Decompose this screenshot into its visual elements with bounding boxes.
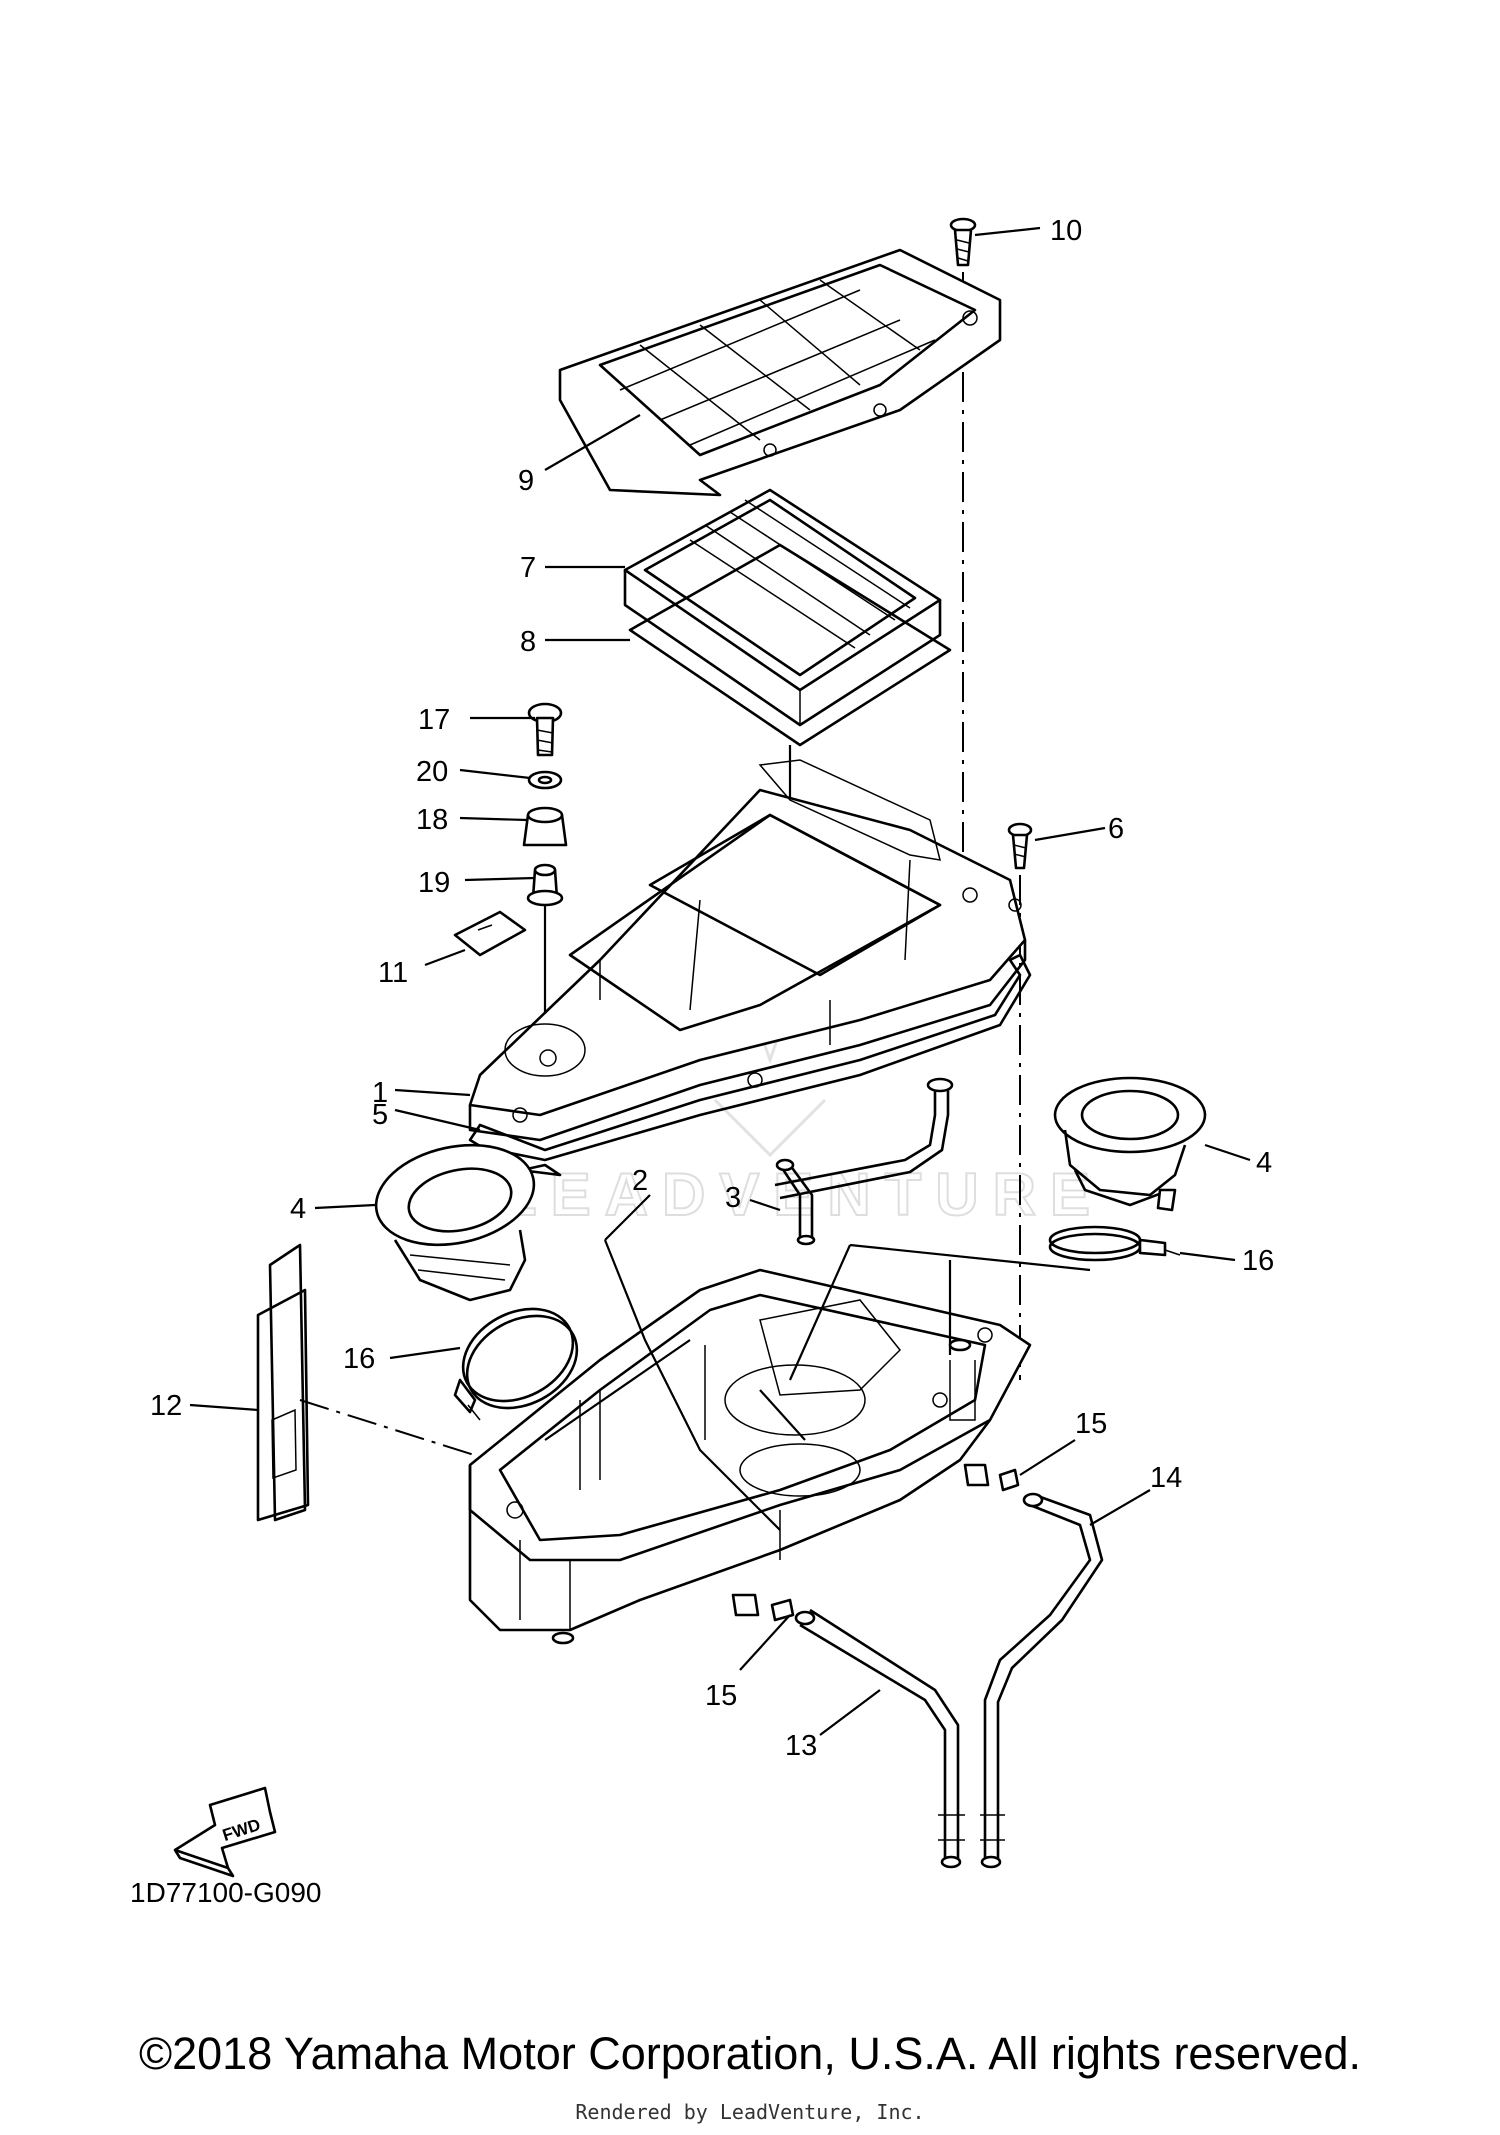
part-2-air-cleaner-case-lower [468,1268,1032,1645]
callout-3: 3 [725,1182,741,1214]
callout-15-left: 15 [705,1680,737,1712]
callout-19: 19 [418,867,450,899]
part-3-breather-hose [774,1077,954,1246]
copyright-notice: ©2018 Yamaha Motor Corporation, U.S.A. A… [138,2028,1362,2079]
part-15-clip-right [963,1463,1020,1492]
callout-15-right: 15 [1075,1408,1107,1440]
part-4-joint-right [1053,1076,1207,1212]
callout-16-left: 16 [343,1343,375,1375]
rendered-by-credit: Rendered by LeadVenture, Inc. [575,2100,925,2124]
callout-8: 8 [520,626,536,658]
callout-5: 5 [372,1099,388,1131]
part-10-screw [949,217,977,267]
part-8-filter-seal [628,543,952,747]
callout-numbers: 10 9 7 8 17 20 18 19 6 11 1 5 4 4 2 3 16… [150,215,1274,1762]
part-13-drain-hose [794,1608,965,1869]
callout-12: 12 [150,1390,182,1422]
callout-11: 11 [378,957,408,989]
part-16-clamp-left [453,1307,579,1421]
callout-14: 14 [1150,1462,1182,1494]
fwd-arrow-icon: FWD [173,1786,277,1878]
part-15-clip-left [731,1593,795,1622]
part-4-joint-left [374,1143,536,1302]
part-20-washer [527,770,563,790]
part-9-air-cleaner-cover [558,248,1002,497]
callout-7: 7 [520,552,536,584]
callout-18: 18 [416,804,448,836]
callout-4-right: 4 [1256,1147,1272,1179]
callout-16-right: 16 [1242,1245,1274,1277]
diagram-code: 1D77100-G090 [130,1877,321,1908]
part-18-grommet [522,806,568,847]
callout-17: 17 [418,704,450,736]
callout-20: 20 [416,756,448,788]
part-7-air-filter [623,488,942,727]
part-11-label [453,910,527,957]
callout-4-left: 4 [290,1193,306,1225]
callout-9: 9 [518,465,534,497]
callout-1: 1 [372,1077,388,1109]
part-6-screw [1007,822,1033,870]
callout-10: 10 [1050,215,1082,247]
part-14-drain-hose [980,1492,1104,1869]
part-19-collar [526,863,564,907]
leader-lines [189,226,1251,1736]
callout-2: 2 [632,1165,648,1197]
part-12-sheet [256,1243,310,1522]
part-1-air-cleaner-case-upper [468,759,1027,1142]
part-16-clamp-right [1048,1225,1181,1262]
callout-6: 6 [1108,813,1124,845]
part-17-bolt [527,702,563,757]
callout-13: 13 [785,1730,817,1762]
